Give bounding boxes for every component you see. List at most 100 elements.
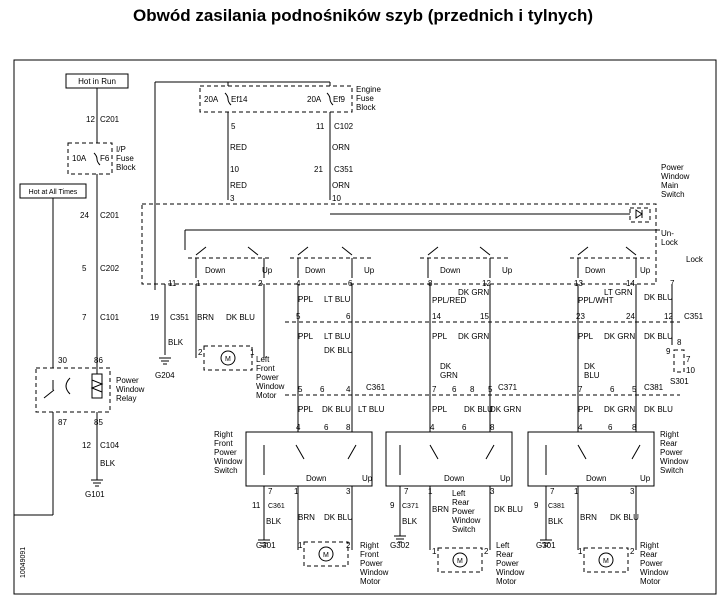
ground-label: G302 [390,541,410,550]
connector-label: C381 [548,503,565,510]
pin: 12 [82,441,91,450]
pin: 4 [296,279,301,288]
wire-color: BRN [197,313,214,322]
lf-motor-box [203,345,253,371]
main-switch-section-rf: Down Up [290,246,375,278]
pin: 4 [578,423,583,432]
wire-color: DK BLU [226,313,255,322]
engine-fuse-block-label: Engine Fuse Block [356,85,383,112]
diode-icon [635,209,643,219]
wire-color: PPL [432,405,448,414]
ground-symbol [540,539,552,547]
up-label: Up [502,266,513,275]
pin: 2 [258,279,263,288]
lr-switch-label: Left Rear Power Window Switch [452,489,483,534]
connector-label: C201 [100,211,120,220]
pin: 10 [332,194,341,203]
ground-label: G301 [536,541,556,550]
pin: 5 [231,122,236,131]
lr-switch-box [385,431,513,487]
pin: 6 [324,423,329,432]
motor-icon [318,546,334,562]
wire-color: GRN [440,371,458,380]
relay-coil-icon [43,368,104,399]
connector-label: C351 [684,312,704,321]
pin: 5 [298,385,303,394]
switch-contacts-icon [263,444,357,475]
connector-label: C104 [100,441,120,450]
pin: 8 [428,279,433,288]
ground-symbol [159,357,171,365]
pin: 11 [252,501,261,510]
wire-color: PPL [298,405,314,414]
pin: 5 [296,312,301,321]
wire-color: DK GRN [490,405,521,414]
diode-box [629,207,651,223]
connector-label: C371 [498,383,518,392]
pin: 86 [94,356,103,365]
fuse-rating: 20A [204,95,219,104]
pin: 19 [150,313,159,322]
pin: 6 [348,279,353,288]
connector-label: C101 [100,313,120,322]
motor-label: M [323,552,329,559]
relay-box [35,367,111,413]
pin: 24 [626,312,635,321]
wire-color: BLK [402,517,418,526]
splice-label: S301 [670,377,689,386]
pin: 7 [404,487,409,496]
pin: 8 [470,385,475,394]
wire-color: PPL/WHT [578,296,614,305]
pin: 9 [534,501,539,510]
wire-color: PPL [298,332,314,341]
pin: 9 [390,501,395,510]
down-label: Down [586,474,606,483]
rf-motor-box [303,541,349,567]
pin: 5 [82,264,87,273]
wire-color: PPL [298,295,314,304]
wire-color: DK BLU [322,405,351,414]
fuse-f6-icon [93,152,101,166]
engine-fuse-box [199,85,353,113]
pin: 7 [432,385,437,394]
up-label: Up [640,266,651,275]
pin: 12 [664,312,673,321]
connector-label: C361 [268,503,285,510]
wire-color: PPL [578,405,594,414]
pin: 12 [86,115,95,124]
pin: 4 [296,423,301,432]
down-label: Down [305,266,325,275]
motor-icon [220,350,236,366]
motor-icon [598,552,614,568]
main-switch-section-lr: Down Up [420,246,513,278]
rr-motor-label: Right Rear Power Window Motor [640,541,671,586]
fuse-ef14-icon [224,92,232,106]
ground-label: G101 [85,490,105,499]
pin: 3 [346,487,351,496]
wire-color: BLK [266,517,282,526]
connector-label: C361 [366,383,386,392]
pin: 1 [574,487,579,496]
pin: 2 [198,348,203,357]
pin: 6 [608,423,613,432]
pin: 12 [482,279,491,288]
pin: 8 [346,423,351,432]
pin: 87 [58,418,67,427]
pin: 5 [488,385,493,394]
fuse-name: F6 [100,154,110,163]
wire-color: ORN [332,143,350,152]
pin: 4 [430,423,435,432]
wire-color: DK BLU [644,405,673,414]
rf-motor-label: Right Front Power Window Motor [360,541,391,586]
lf-motor-label: Left Front Power Window Motor [256,355,287,400]
wire-color: LT BLU [324,295,351,304]
motor-label: M [603,558,609,565]
wire-color: DK BLU [494,505,523,514]
wire-color: RED [230,143,247,152]
pin: 8 [677,338,682,347]
pin: 9 [666,347,671,356]
pin: 11 [316,122,325,131]
pin: 6 [452,385,457,394]
pin: 1 [294,487,299,496]
pin: 3 [490,487,495,496]
